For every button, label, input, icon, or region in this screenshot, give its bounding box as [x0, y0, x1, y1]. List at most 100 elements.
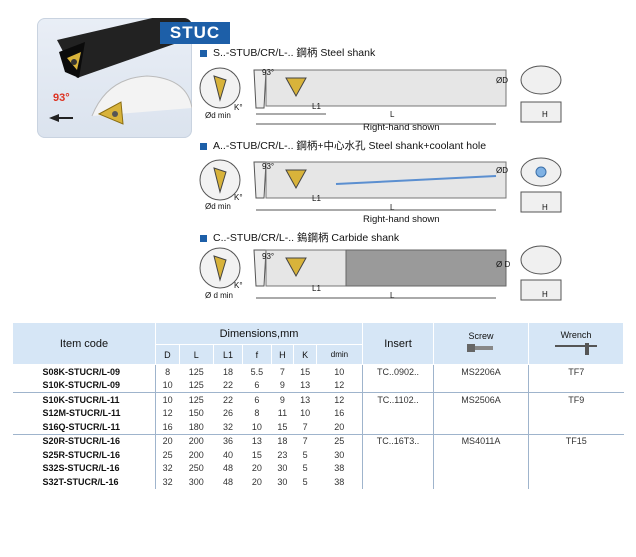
- dimension-cell: 12: [316, 392, 363, 407]
- dimension-cell: 12: [334, 380, 345, 391]
- dimension-cell: 7: [293, 433, 317, 448]
- dimension-cell: 32: [155, 461, 180, 475]
- header-dmin: dmin: [315, 344, 364, 365]
- item-code-cell: S32T-STUCR/L-16: [42, 476, 119, 487]
- screw-cell: MS2506A: [433, 392, 529, 407]
- dimension-cell: 8: [254, 408, 260, 419]
- dimension-cell: 20: [251, 476, 262, 487]
- wrench-cell: [528, 461, 624, 475]
- dimension-cell: 23: [277, 449, 288, 460]
- wrench-cell: [528, 420, 624, 434]
- item-code-cell: S20R-STUCR/L-16: [12, 433, 156, 448]
- insert-cell: [362, 448, 434, 462]
- dimension-cell: 48: [223, 463, 234, 474]
- l-label-3: L: [390, 291, 395, 300]
- screw-cell: [433, 406, 529, 420]
- dimension-cell: 125: [188, 380, 204, 391]
- dimension-cell: 30: [277, 476, 288, 487]
- tool-illustration: [49, 18, 192, 125]
- d-label-1: ØD: [496, 76, 508, 85]
- dimension-cell: 125: [179, 392, 214, 407]
- dimension-cell: 48: [223, 476, 234, 487]
- dimension-cell: 13: [300, 380, 311, 391]
- item-code-cell: S08K-STUCR/L-09: [12, 364, 156, 379]
- l1-label-3: L1: [312, 284, 321, 293]
- screw-label: Screw: [468, 330, 494, 341]
- dimension-cell: 5: [302, 463, 308, 474]
- dimension-cell: 10: [300, 408, 311, 419]
- dimension-cell: 15: [251, 449, 262, 460]
- dmin-label-1: Ød min: [205, 111, 231, 120]
- insert-cell: TC..16T3..: [362, 433, 434, 448]
- angle-label-2: 93°: [262, 162, 275, 171]
- section-title-text: C..-STUB/CR/L-.. 鎢鋼柄 Carbide shank: [213, 232, 400, 244]
- item-code-cell: S10K-STUCR/L-11: [12, 392, 156, 407]
- h-label-3: H: [542, 290, 548, 299]
- wrench-icon: [555, 342, 597, 355]
- insert-cell: [362, 406, 434, 420]
- header-K: K: [293, 344, 317, 365]
- header-f: f: [242, 344, 272, 365]
- dimension-cell: 11: [277, 408, 288, 419]
- header-dimensions: Dimensions,mm: [155, 322, 363, 345]
- dimension-cell: 26: [223, 408, 234, 419]
- k-label-1: K°: [234, 103, 243, 112]
- header-insert: Insert: [362, 322, 434, 365]
- caption-1: Right-hand shown: [363, 122, 440, 133]
- wrench-cell: TF9: [528, 392, 624, 407]
- wrench-cell: TF7: [528, 364, 624, 379]
- l-label-2: L: [390, 203, 395, 212]
- dimension-cell: 300: [188, 476, 204, 487]
- dmin-label-3: Ø d min: [205, 291, 234, 300]
- screw-cell: [433, 475, 529, 489]
- wrench-cell: [528, 448, 624, 462]
- dimension-cell: 9: [279, 380, 285, 391]
- wrench-cell: TF15: [528, 433, 624, 448]
- dimension-cell: 10: [316, 364, 363, 379]
- section-title-steel: S..-STUB/CR/L-.. 鋼柄 Steel shank: [200, 45, 375, 60]
- brand-badge: STUC: [160, 22, 230, 44]
- dimension-cell: 22: [213, 392, 243, 407]
- item-code-cell: S10K-STUCR/L-09: [42, 380, 121, 391]
- dimension-cell: 13: [242, 433, 272, 448]
- screw-cell: [433, 461, 529, 475]
- header-H: H: [270, 344, 295, 365]
- dimension-cell: 20: [334, 421, 345, 432]
- dimension-cell: 32: [223, 421, 234, 432]
- d-label-3: Ø D: [496, 260, 511, 269]
- section-title-carbide: C..-STUB/CR/L-.. 鎢鋼柄 Carbide shank: [200, 230, 399, 245]
- l-label-1: L: [390, 110, 395, 119]
- dimension-cell: 10: [155, 392, 180, 407]
- item-code-cell: S32S-STUCR/L-16: [42, 463, 120, 474]
- bullet-square-icon: [200, 49, 207, 57]
- header-item-code: Item code: [12, 322, 156, 365]
- wrench-cell: [528, 378, 624, 393]
- screw-cell: [433, 420, 529, 434]
- dimension-cell: 32: [155, 475, 180, 489]
- dimension-cell: 20: [155, 433, 180, 448]
- dimension-cell: 6: [242, 392, 272, 407]
- dimension-cell: 10: [155, 378, 180, 393]
- dimension-cell: 5.5: [242, 364, 272, 379]
- dimension-cell: 12: [155, 406, 180, 420]
- dimension-cell: 38: [334, 476, 345, 487]
- screw-cell: [433, 378, 529, 393]
- insert-cell: [362, 378, 434, 393]
- dimension-cell: 40: [223, 449, 234, 460]
- diagram-coolant-shank: [199, 157, 562, 213]
- header-L: L: [178, 344, 214, 365]
- dimension-cell: 180: [188, 421, 204, 432]
- dimension-cell: 8: [155, 364, 180, 379]
- insert-cell: [362, 420, 434, 434]
- dimension-cell: 16: [334, 408, 345, 419]
- wrench-cell: [528, 475, 624, 489]
- dimension-cell: 38: [334, 463, 345, 474]
- dimension-cell: 30: [277, 463, 288, 474]
- section-title-coolant: A..-STUB/CR/L-.. 鋼柄+中心水孔 Steel shank+coo…: [200, 138, 486, 153]
- dimension-cell: 25: [316, 433, 363, 448]
